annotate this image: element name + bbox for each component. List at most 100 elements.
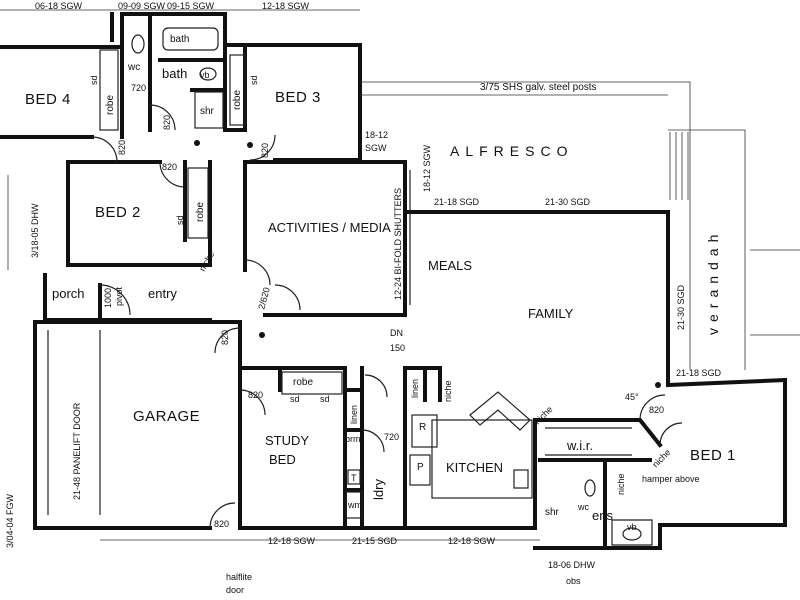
label-pivot-1000: 1000 xyxy=(103,288,113,308)
label-niche-5: niche xyxy=(616,473,626,495)
door-swing-bed1 xyxy=(639,394,666,421)
washing-machine xyxy=(345,491,363,519)
wall-study xyxy=(238,366,407,530)
label-robe-b3: robe xyxy=(232,90,243,110)
wall-garage xyxy=(33,320,407,530)
label-wc: wc xyxy=(127,62,140,73)
dimension-labels: 06-18 SGW 09-09 SGW 09-15 SGW 12-18 SGW … xyxy=(5,1,722,595)
dim-posts: 3/75 SHS galv. steel posts xyxy=(480,82,597,93)
label-study-bed: BED xyxy=(269,452,296,467)
dim-obs: obs xyxy=(566,576,581,586)
markers xyxy=(194,140,661,388)
door-swings xyxy=(91,104,683,529)
door-swing-wir xyxy=(659,422,683,446)
door-swing-ldry xyxy=(361,429,385,453)
shower-base xyxy=(194,91,224,129)
dim-sgd-bottom: 21-15 SGD xyxy=(352,536,398,546)
label-niche-1: niche xyxy=(197,249,216,273)
label-family: FAMILY xyxy=(528,306,574,321)
wall-wet-area xyxy=(120,12,227,132)
label-pivot: pivot xyxy=(114,286,124,306)
label-bath-tub: bath xyxy=(170,34,189,45)
label-linen-1: linen xyxy=(349,405,359,424)
basin-ens xyxy=(622,527,642,541)
door-swing-garage-side xyxy=(209,502,236,529)
label-niche-2: niche xyxy=(443,380,453,402)
door-swing-bed3 xyxy=(249,134,276,161)
label-vb: vb xyxy=(200,70,210,80)
alfresco-edge xyxy=(360,81,691,370)
dim-door-820-4: 820 xyxy=(220,330,230,345)
dim-door-820-2: 820 xyxy=(162,162,177,172)
kitchen-bench xyxy=(431,419,533,499)
dim-alfresco-sgw-2: SGW xyxy=(365,143,387,153)
dim-door-820-6: 820 xyxy=(214,519,229,529)
dim-dhw-bottom: 18-06 DHW xyxy=(548,560,596,570)
robe-bed4 xyxy=(99,49,119,131)
door-swing-pivot xyxy=(99,284,131,316)
label-bed2: BED 2 xyxy=(95,204,141,221)
door-swing-linen xyxy=(364,374,388,398)
label-dn-150: 150 xyxy=(390,343,405,353)
dim-door-720-2: 720 xyxy=(384,432,399,442)
outline-lines xyxy=(0,9,800,541)
verandah-edge xyxy=(668,129,746,370)
label-shr: shr xyxy=(200,106,215,117)
dim-alfresco-sgw-3: 18-12 SGW xyxy=(422,144,432,192)
label-kitchen: KITCHEN xyxy=(446,460,503,475)
sink xyxy=(513,469,529,489)
door-swing-bath xyxy=(149,104,176,131)
dim-door-820-7: 820 xyxy=(649,405,664,415)
robe-study xyxy=(281,371,343,395)
label-study: STUDY xyxy=(265,433,309,448)
label-sd-b3: sd xyxy=(249,75,259,85)
post-marker-3 xyxy=(259,332,265,338)
dim-top-1: 06-18 SGW xyxy=(35,1,83,11)
wall-bed2 xyxy=(66,160,212,267)
label-wir: w.i.r. xyxy=(566,438,593,453)
label-robe-study: robe xyxy=(293,377,313,388)
toilet-wc xyxy=(131,34,145,54)
label-r: R xyxy=(419,422,426,433)
label-robe-b4: robe xyxy=(105,95,116,115)
dim-door-2620: 2/620 xyxy=(256,286,271,310)
dim-bifold: 12-24 BI-FOLD SHUTTERS xyxy=(393,188,403,300)
label-bath-wet: bath xyxy=(162,66,187,81)
dim-panelift: 21-48 PANELIFT DOOR xyxy=(72,402,82,500)
dim-dhw-left: 3/18-05 DHW xyxy=(30,203,40,258)
label-bed3: BED 3 xyxy=(275,89,321,106)
dim-top-2: 09-09 SGW xyxy=(118,1,166,11)
label-meals: MEALS xyxy=(428,258,472,273)
dim-sgd-4: 21-18 SGD xyxy=(676,368,722,378)
robe-bed2 xyxy=(187,167,209,239)
dim-door-820-5: 820 xyxy=(248,390,263,400)
label-sd-study-1: sd xyxy=(290,394,300,404)
room-labels: BED 4 BED 3 BED 2 BED 1 bath bath wc shr… xyxy=(25,34,736,532)
label-garage: GARAGE xyxy=(133,408,200,425)
post-marker-4 xyxy=(655,382,661,388)
wall-linen xyxy=(403,366,442,402)
dim-sgw-bottom-1: 12-18 SGW xyxy=(268,536,316,546)
pantry xyxy=(409,454,431,486)
door-swing-garage xyxy=(214,327,241,354)
label-bed4: BED 4 xyxy=(25,91,71,108)
dim-door-820-1: 820 xyxy=(117,140,127,155)
label-vb-ens: vb xyxy=(627,522,637,532)
label-dn: DN xyxy=(390,328,403,338)
label-niche-3: niche xyxy=(532,404,554,426)
dim-sgw-bottom-2: 12-18 SGW xyxy=(448,536,496,546)
dim-angle: 45° xyxy=(625,392,639,402)
post-marker-1 xyxy=(194,140,200,146)
dim-alfresco-sgw-1: 18-12 xyxy=(365,130,388,140)
wall-activities xyxy=(243,160,407,317)
label-brm: brm xyxy=(345,434,361,444)
post-marker-2 xyxy=(247,142,253,148)
label-sd-b2: sd xyxy=(175,215,185,225)
label-bed1: BED 1 xyxy=(690,447,736,464)
dim-door-820-8: 820 xyxy=(162,115,172,130)
dim-top-3: 09-15 SGW xyxy=(167,1,215,11)
label-niche-4: niche xyxy=(650,447,672,469)
robe-bed3 xyxy=(229,54,246,126)
label-t: T xyxy=(351,473,357,483)
